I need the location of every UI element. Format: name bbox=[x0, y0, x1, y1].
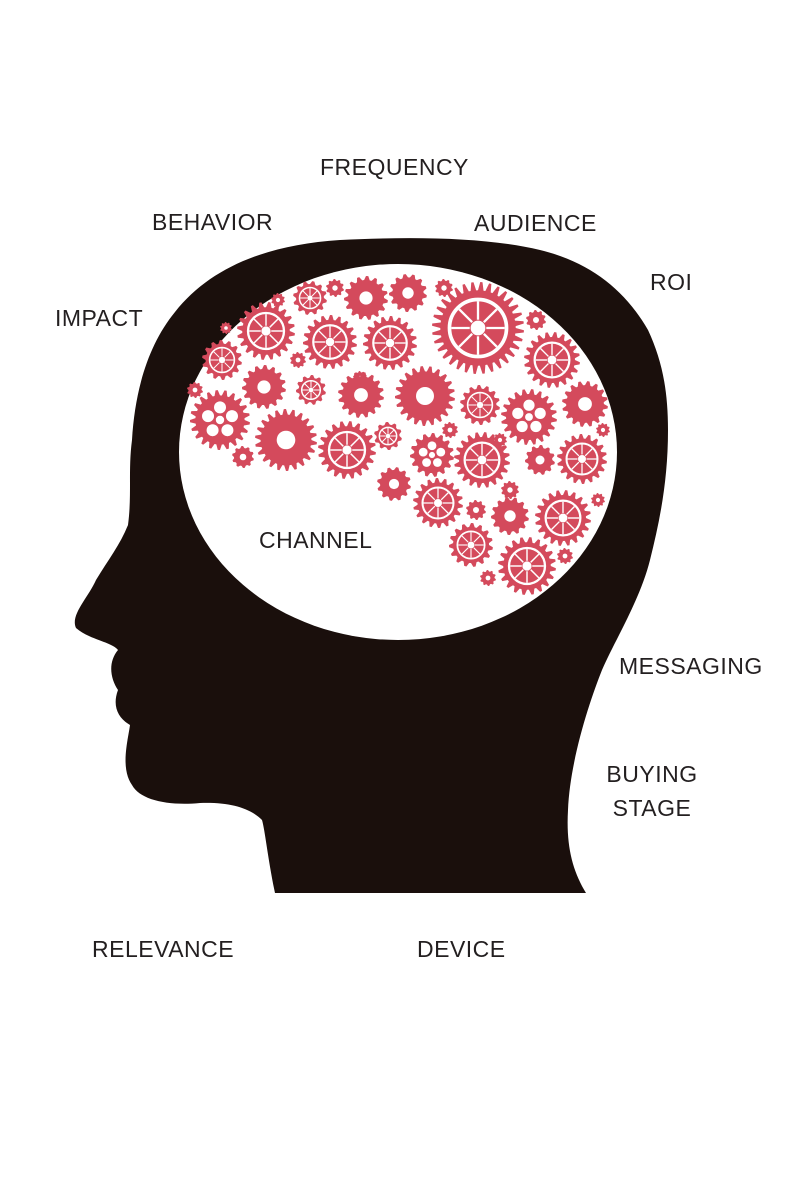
label-buying-stage: BUYING STAGE bbox=[600, 757, 704, 825]
gear-icon bbox=[395, 366, 455, 426]
gear-icon bbox=[303, 315, 357, 369]
label-buying-stage-line1: BUYING bbox=[606, 761, 698, 787]
label-channel: CHANNEL bbox=[259, 527, 373, 553]
gear-icon bbox=[526, 310, 546, 330]
gear-icon bbox=[374, 422, 402, 450]
gear-cluster-icon bbox=[187, 274, 610, 595]
gear-icon bbox=[318, 421, 376, 479]
gear-icon bbox=[293, 281, 327, 315]
gear-icon bbox=[591, 493, 605, 507]
label-roi: ROI bbox=[650, 269, 693, 295]
label-device: DEVICE bbox=[417, 936, 506, 962]
label-frequency: FREQUENCY bbox=[320, 154, 469, 180]
gear-icon bbox=[466, 500, 486, 520]
gear-icon bbox=[454, 432, 510, 488]
gear-icon bbox=[410, 433, 454, 477]
gear-icon bbox=[255, 409, 317, 471]
gear-icon bbox=[524, 332, 580, 388]
label-audience: AUDIENCE bbox=[474, 210, 597, 236]
gear-icon bbox=[326, 279, 344, 297]
gear-icon bbox=[435, 279, 453, 297]
gear-icon bbox=[491, 497, 529, 535]
gear-icon bbox=[232, 446, 254, 468]
gear-icon bbox=[202, 340, 242, 380]
gear-icon bbox=[338, 372, 384, 418]
gear-icon bbox=[557, 548, 573, 564]
gear-icon bbox=[190, 390, 250, 450]
gear-icon bbox=[498, 537, 556, 595]
label-impact: IMPACT bbox=[55, 305, 144, 331]
label-messaging: MESSAGING bbox=[619, 653, 763, 679]
gear-icon bbox=[237, 302, 295, 360]
gear-icon bbox=[501, 481, 519, 499]
gear-icon bbox=[525, 445, 555, 475]
gear-icon bbox=[242, 365, 286, 409]
gear-icon bbox=[377, 467, 411, 501]
gear-icon bbox=[413, 478, 463, 528]
gear-icon bbox=[344, 276, 388, 320]
label-buying-stage-line2: STAGE bbox=[612, 795, 692, 821]
gear-icon bbox=[480, 570, 496, 586]
gear-icon bbox=[432, 282, 524, 374]
gear-icon bbox=[363, 316, 417, 370]
gear-icon bbox=[296, 375, 326, 405]
label-relevance: RELEVANCE bbox=[92, 936, 235, 962]
gear-icon bbox=[501, 389, 557, 445]
gear-icon bbox=[290, 352, 306, 368]
gear-icon bbox=[493, 433, 507, 447]
gear-icon bbox=[442, 422, 458, 438]
gear-icon bbox=[271, 293, 285, 307]
gear-icon bbox=[389, 274, 427, 312]
gear-icon bbox=[460, 385, 500, 425]
gear-icon bbox=[449, 523, 493, 567]
gear-icon bbox=[557, 434, 607, 484]
gear-icon bbox=[535, 490, 591, 546]
label-behavior: BEHAVIOR bbox=[152, 209, 274, 235]
gear-icon bbox=[562, 381, 608, 427]
gear-icon bbox=[220, 322, 232, 334]
gear-icon bbox=[187, 382, 203, 398]
gear-icon bbox=[596, 423, 610, 437]
